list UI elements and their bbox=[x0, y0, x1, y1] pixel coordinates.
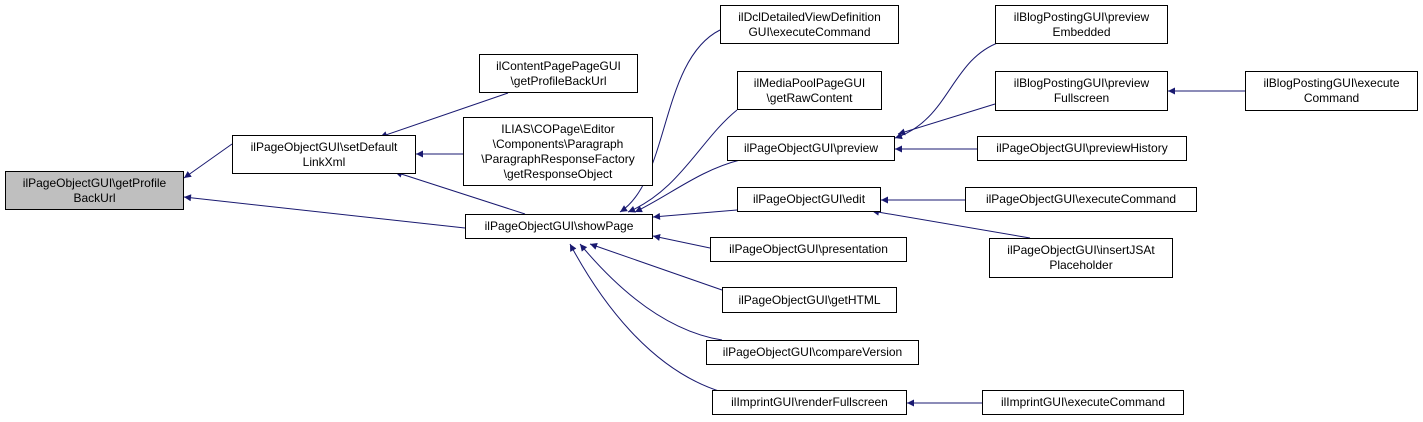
edge-preview-to-showpage bbox=[634, 159, 741, 213]
edge-contentpage-to-setdefault bbox=[379, 92, 509, 139]
node-showpage[interactable]: ilPageObjectGUI\showPage bbox=[465, 214, 653, 239]
edge-dcl-to-showpage bbox=[619, 29, 721, 213]
node-paragraphresponsefactory[interactable]: ILIAS\COPage\Editor \Components\Paragrap… bbox=[463, 117, 653, 186]
node-preview[interactable]: ilPageObjectGUI\preview bbox=[727, 136, 895, 161]
edge-embedded-to-preview bbox=[894, 41, 1001, 140]
node-pageobject-executecommand[interactable]: ilPageObjectGUI\executeCommand bbox=[965, 187, 1197, 212]
edge-setdefault-to-getprofile bbox=[183, 143, 233, 179]
node-presentation[interactable]: ilPageObjectGUI\presentation bbox=[710, 237, 907, 262]
node-imprint-executecommand[interactable]: ilImprintGUI\executeCommand bbox=[982, 390, 1184, 415]
edge-mediapool-to-showpage bbox=[627, 109, 738, 213]
edge-showpage-to-getprofile bbox=[183, 194, 466, 229]
node-insertjsatplaceholder[interactable]: ilPageObjectGUI\insertJSAt Placeholder bbox=[989, 238, 1173, 278]
edge-fullscreen-to-preview bbox=[897, 103, 996, 136]
edge-edit-to-showpage bbox=[652, 209, 738, 220]
edge-compare-to-showpage bbox=[579, 243, 723, 341]
edge-gethtml-to-showpage bbox=[589, 242, 723, 291]
node-imprint-renderfullscreen[interactable]: ilImprintGUI\renderFullscreen bbox=[712, 390, 907, 415]
node-mediapool-getrawcontent[interactable]: ilMediaPoolPageGUI \getRawContent bbox=[737, 71, 882, 110]
node-getprofilebackurl: ilPageObjectGUI\getProfile BackUrl bbox=[5, 171, 184, 210]
edge-showpage-to-setdefault bbox=[394, 170, 526, 215]
node-dcl-executecommand[interactable]: ilDclDetailedViewDefinition GUI\executeC… bbox=[720, 5, 899, 44]
edge-insertjs-to-edit bbox=[871, 208, 1031, 239]
node-edit[interactable]: ilPageObjectGUI\edit bbox=[737, 187, 881, 212]
node-previewhistory[interactable]: ilPageObjectGUI\previewHistory bbox=[977, 136, 1187, 161]
node-blog-previewfullscreen[interactable]: ilBlogPostingGUI\preview Fullscreen bbox=[995, 71, 1168, 111]
node-contentpage-getprofilebackurl[interactable]: ilContentPagePageGUI \getProfileBackUrl bbox=[479, 54, 638, 93]
node-blog-previewembedded[interactable]: ilBlogPostingGUI\preview Embedded bbox=[995, 5, 1168, 44]
node-compareversion[interactable]: ilPageObjectGUI\compareVersion bbox=[706, 340, 919, 365]
node-blog-executecommand[interactable]: ilBlogPostingGUI\execute Command bbox=[1245, 71, 1418, 111]
node-setdefaultlinkxml[interactable]: ilPageObjectGUI\setDefault LinkXml bbox=[232, 135, 416, 174]
edge-imprint-to-showpage bbox=[569, 243, 723, 393]
node-gethtml[interactable]: ilPageObjectGUI\getHTML bbox=[722, 287, 897, 313]
edge-presentation-to-showpage bbox=[652, 234, 711, 249]
